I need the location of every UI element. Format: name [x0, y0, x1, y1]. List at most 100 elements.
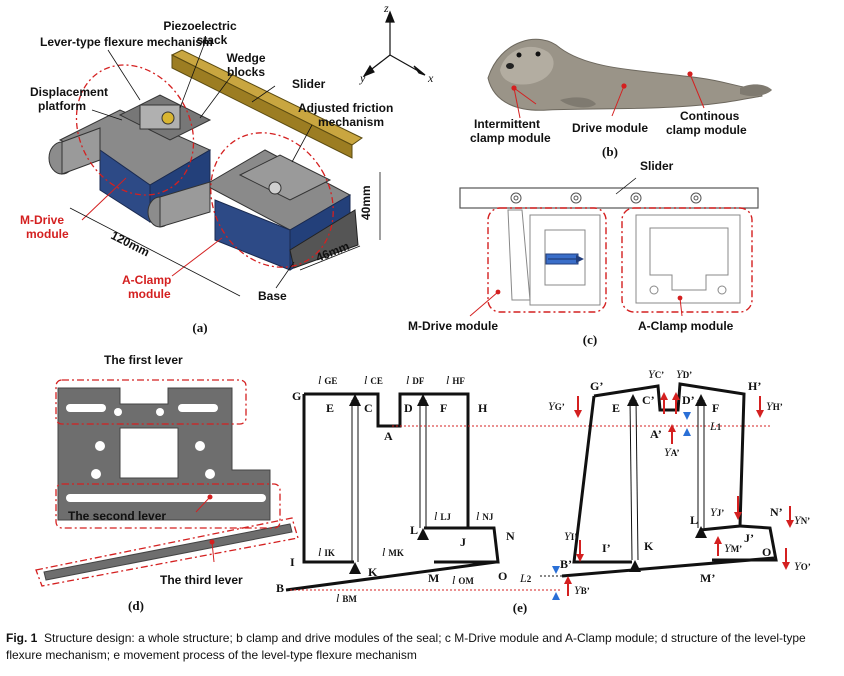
- label-lever-mechanism: Lever-type flexure mechanism: [40, 35, 213, 49]
- force-YM: YM’: [724, 541, 742, 555]
- pt-J-prime: J’: [744, 531, 754, 545]
- force-YN: YN’: [794, 513, 810, 527]
- label-mdrive-1: M-Drive: [20, 213, 64, 227]
- axis-triad: [362, 10, 426, 78]
- pt-A-prime: A’: [650, 427, 662, 441]
- label-mdrive-2: module: [26, 227, 69, 241]
- pt-C: C: [364, 401, 373, 415]
- panel-b-tag: (b): [602, 144, 618, 159]
- pt-K: K: [368, 565, 378, 579]
- pt-M: M: [428, 571, 439, 585]
- label-slider-c: Slider: [640, 159, 674, 173]
- len-lMK: l MK: [382, 545, 404, 559]
- label-drive-module: Drive module: [572, 121, 648, 135]
- force-YI: YI’: [564, 529, 577, 543]
- label-adjusted-2: mechanism: [318, 115, 384, 129]
- pt-K2: K: [644, 539, 654, 553]
- label-adjusted-1: Adjusted friction: [298, 101, 393, 115]
- panel-c-tag: (c): [583, 332, 597, 347]
- label-third-lever: The third lever: [160, 573, 243, 587]
- label-continous-2: clamp module: [666, 123, 747, 137]
- axis-z: z: [383, 1, 389, 15]
- pt-H-prime: H’: [748, 379, 761, 393]
- pt-N: N: [506, 529, 515, 543]
- pt-A: A: [384, 429, 393, 443]
- len-L2: L2: [519, 571, 532, 585]
- panel-e-left-labels: G E C D F H A I K L J N M O B l GE l CE …: [276, 373, 515, 605]
- pt-H: H: [478, 401, 488, 415]
- label-slider-a: Slider: [292, 77, 326, 91]
- pt-N-prime: N’: [770, 505, 783, 519]
- seal-image: [487, 38, 772, 111]
- len-lIK: l IK: [318, 545, 335, 559]
- dim-120mm: 120mm: [109, 228, 152, 259]
- panel-c: Slider M-Drive module A-Clamp module (c): [408, 159, 759, 347]
- label-continous-1: Continous: [680, 109, 740, 123]
- pt-B: B: [276, 581, 284, 595]
- figure-caption: Fig. 1 Structure design: a whole structu…: [6, 630, 838, 664]
- len-lOM: l OM: [452, 573, 474, 587]
- label-intermittent-2: clamp module: [470, 131, 551, 145]
- force-YJ: YJ’: [710, 505, 724, 519]
- panel-e-tag: (e): [513, 600, 527, 615]
- force-YG: YG’: [548, 399, 565, 413]
- label-piezo-stack-2: stack: [197, 33, 228, 47]
- panel-a-tag: (a): [192, 320, 207, 335]
- len-lDF: l DF: [406, 373, 425, 387]
- pt-C-prime: C’: [642, 393, 655, 407]
- len-lLJ: l LJ: [434, 509, 451, 523]
- pt-M-prime: M’: [700, 571, 715, 585]
- dim-40mm: 40mm: [359, 185, 373, 220]
- len-lGE: l GE: [318, 373, 337, 387]
- caption-text: Structure design: a whole structure; b c…: [6, 631, 806, 662]
- caption-fig-label: Fig. 1: [6, 631, 38, 645]
- force-YA: YA’: [664, 445, 680, 459]
- panel-d-tag: (d): [128, 598, 144, 613]
- label-piezo-stack: Piezoelectric: [163, 19, 237, 33]
- len-lHF: l HF: [446, 373, 465, 387]
- pt-F2: F: [712, 401, 719, 415]
- panel-a: Lever-type flexure mechanism Piezoelectr…: [20, 1, 434, 335]
- panel-e-right: [540, 382, 794, 600]
- label-first-lever: The first lever: [104, 353, 183, 367]
- pt-D: D: [404, 401, 413, 415]
- label-base: Base: [258, 289, 287, 303]
- pt-O: O: [498, 569, 507, 583]
- label-aclamp-1: A-Clamp: [122, 273, 171, 287]
- label-aclamp-c: A-Clamp module: [638, 319, 734, 333]
- panel-e-right-labels: G’ E C’ D’ F H’ A’ I’ K L J’ N’ M’ O B’ …: [513, 367, 811, 615]
- label-mdrive-c: M-Drive module: [408, 319, 498, 333]
- panel-e-left: [285, 392, 770, 592]
- pt-D-prime: D’: [682, 393, 695, 407]
- force-YH: YH’: [766, 399, 783, 413]
- label-second-lever: The second lever: [68, 509, 166, 523]
- force-YO: YO’: [794, 559, 811, 573]
- pt-B-prime: B’: [560, 557, 572, 571]
- slider-bar: [459, 187, 759, 209]
- pt-E2: E: [612, 401, 620, 415]
- force-YB: YB’: [574, 583, 590, 597]
- pt-O2: O: [762, 545, 771, 559]
- len-L1: L1: [709, 419, 722, 433]
- pt-G-prime: G’: [590, 379, 603, 393]
- label-wedge-blocks: Wedge: [226, 51, 265, 65]
- pt-F: F: [440, 401, 447, 415]
- pt-I: I: [290, 555, 295, 569]
- panel-d: The first lever The second lever The thi…: [35, 353, 299, 613]
- pt-G: G: [292, 389, 301, 403]
- label-displacement-1: Displacement: [30, 85, 108, 99]
- pt-I-prime: I’: [602, 541, 611, 555]
- force-YD: YD’: [676, 367, 692, 381]
- axis-y: y: [359, 71, 366, 85]
- panel-b: Intermittent clamp module Drive module C…: [470, 38, 772, 159]
- pt-L: L: [410, 523, 418, 537]
- label-aclamp-2: module: [128, 287, 171, 301]
- axis-x: x: [427, 71, 434, 85]
- len-lNJ: l NJ: [476, 509, 494, 523]
- label-displacement-2: platform: [38, 99, 86, 113]
- pt-E: E: [326, 401, 334, 415]
- force-YC: YC’: [648, 367, 664, 381]
- pt-J: J: [460, 535, 466, 549]
- label-wedge-blocks-2: blocks: [227, 65, 265, 79]
